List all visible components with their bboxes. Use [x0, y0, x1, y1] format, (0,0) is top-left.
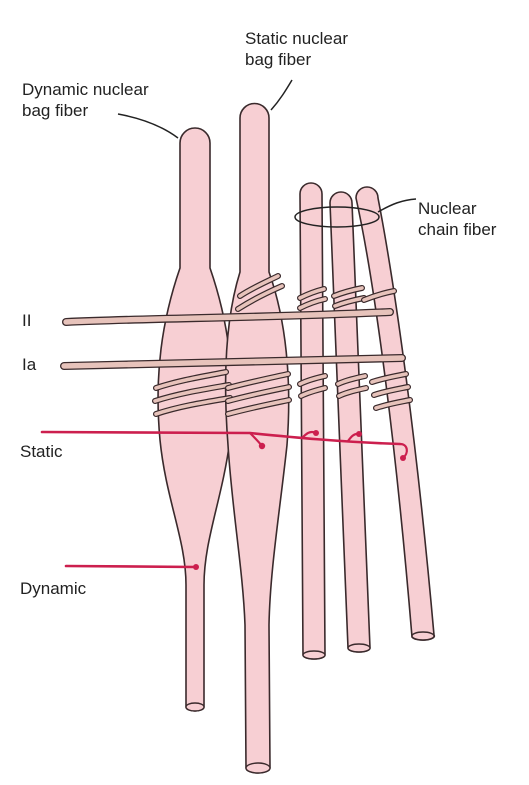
chain-1-secondary-ending	[297, 286, 328, 311]
static-nuclear-bag-fiber-label: Static nuclear bag fiber	[245, 29, 348, 69]
chain-3-secondary-ending	[361, 288, 397, 303]
dynamic-nuclear-bag-fiber-label: Dynamic nuclear bag fiber	[22, 80, 149, 120]
nuclear-chain-fiber-3	[355, 186, 436, 641]
dynamic-bag-fiber-body	[157, 127, 233, 712]
chain-encircling-ring	[294, 206, 380, 228]
dynamic-nuclear-bag-fiber	[157, 127, 233, 712]
chain-2-primary-ending	[335, 373, 369, 399]
chain-fiber-2-body	[329, 191, 371, 653]
static-gamma-axon	[40, 430, 402, 446]
static-axon-label: Static	[20, 442, 63, 461]
chain-fiber-1-body	[299, 182, 326, 660]
chain-leader	[377, 198, 417, 213]
group-ii-label: II	[22, 311, 32, 330]
dynamic-axon-label: Dynamic	[20, 579, 87, 598]
sensory-nerves	[60, 273, 413, 417]
nuclear-chain-fiber-label: Nuclear chain fiber	[418, 199, 497, 239]
leader-lines	[117, 79, 417, 228]
static-bag-secondary-ending	[235, 273, 285, 312]
nuclear-chain-fiber-1	[299, 182, 326, 660]
static-bag-fiber-body	[224, 102, 290, 774]
dynamic-bag-fiber-end	[185, 702, 205, 712]
chain-fiber-1-end	[302, 650, 326, 660]
chain-fiber-2-end	[347, 643, 371, 653]
nuclear-chain-fiber-2	[329, 191, 371, 653]
static-nuclear-bag-fiber	[224, 102, 290, 774]
dynamic-bag-leader	[117, 113, 179, 139]
static-bag-primary-ending	[225, 371, 292, 417]
static-bag-leader	[270, 79, 293, 111]
chain-3-primary-ending	[369, 371, 413, 411]
dynamic-gamma-axon	[64, 564, 198, 569]
chain-1-primary-ending	[297, 373, 328, 399]
chain-fiber-3-end	[411, 631, 435, 641]
group-ia-label: Ia	[22, 355, 37, 374]
motor-axons	[40, 430, 408, 570]
chain-fiber-3-body	[355, 186, 436, 641]
dynamic-bag-primary-ending	[152, 369, 233, 417]
static-bag-fiber-end	[245, 762, 271, 774]
secondary-endings	[235, 273, 397, 312]
primary-endings	[152, 369, 413, 417]
